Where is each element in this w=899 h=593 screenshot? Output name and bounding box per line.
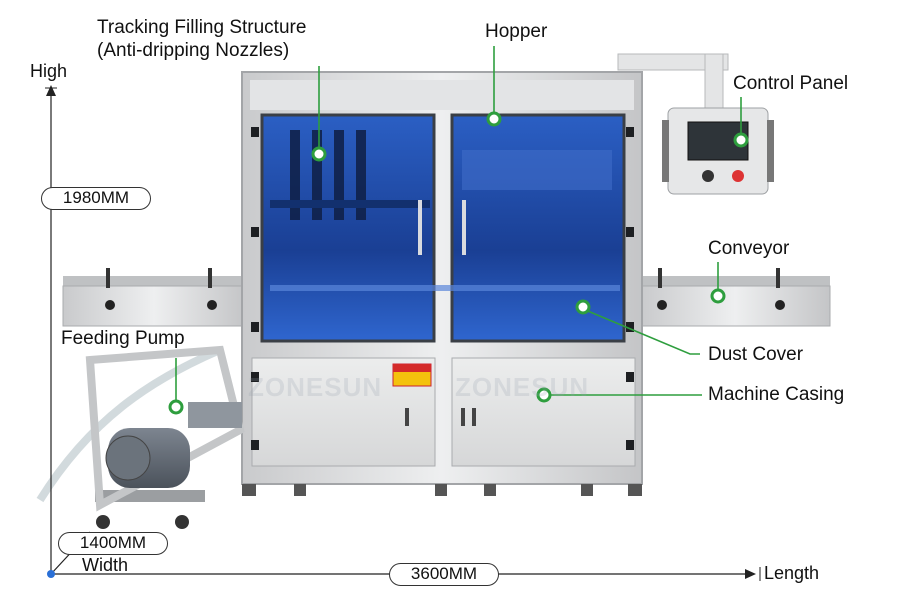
marker-conveyor xyxy=(710,288,726,304)
conveyor-right xyxy=(639,268,831,327)
label-tracking-line1: Tracking Filling Structure xyxy=(97,17,307,38)
marker-hopper xyxy=(486,111,502,127)
conveyor-left xyxy=(62,268,246,327)
label-width: Width xyxy=(82,555,129,575)
label-high: High xyxy=(30,61,68,81)
label-dust-cover: Dust Cover xyxy=(708,344,804,365)
machine-frame xyxy=(241,71,643,496)
label-conveyor: Conveyor xyxy=(708,238,790,259)
feeding-pump xyxy=(36,345,245,529)
watermark-right: ZONESUN xyxy=(455,372,590,402)
marker-feeding-pump xyxy=(168,399,184,415)
marker-dust-cover xyxy=(575,299,591,315)
badge-width: 1400MM xyxy=(58,532,168,555)
callout-markers xyxy=(168,111,749,415)
label-tracking-line2: (Anti-dripping Nozzles) xyxy=(97,40,290,61)
badge-height: 1980MM xyxy=(41,187,151,210)
marker-tracking xyxy=(311,146,327,162)
label-control-panel: Control Panel xyxy=(733,73,849,94)
watermark-left: ZONESUN xyxy=(248,372,383,402)
label-feeding-pump: Feeding Pump xyxy=(61,328,185,349)
callout-leaders xyxy=(175,46,742,405)
label-machine-casing: Machine Casing xyxy=(708,384,845,405)
marker-control-panel xyxy=(733,132,749,148)
marker-machine-casing xyxy=(536,387,552,403)
label-hopper: Hopper xyxy=(485,21,548,42)
label-length: Length xyxy=(764,563,820,583)
badge-length: 3600MM xyxy=(389,563,499,586)
